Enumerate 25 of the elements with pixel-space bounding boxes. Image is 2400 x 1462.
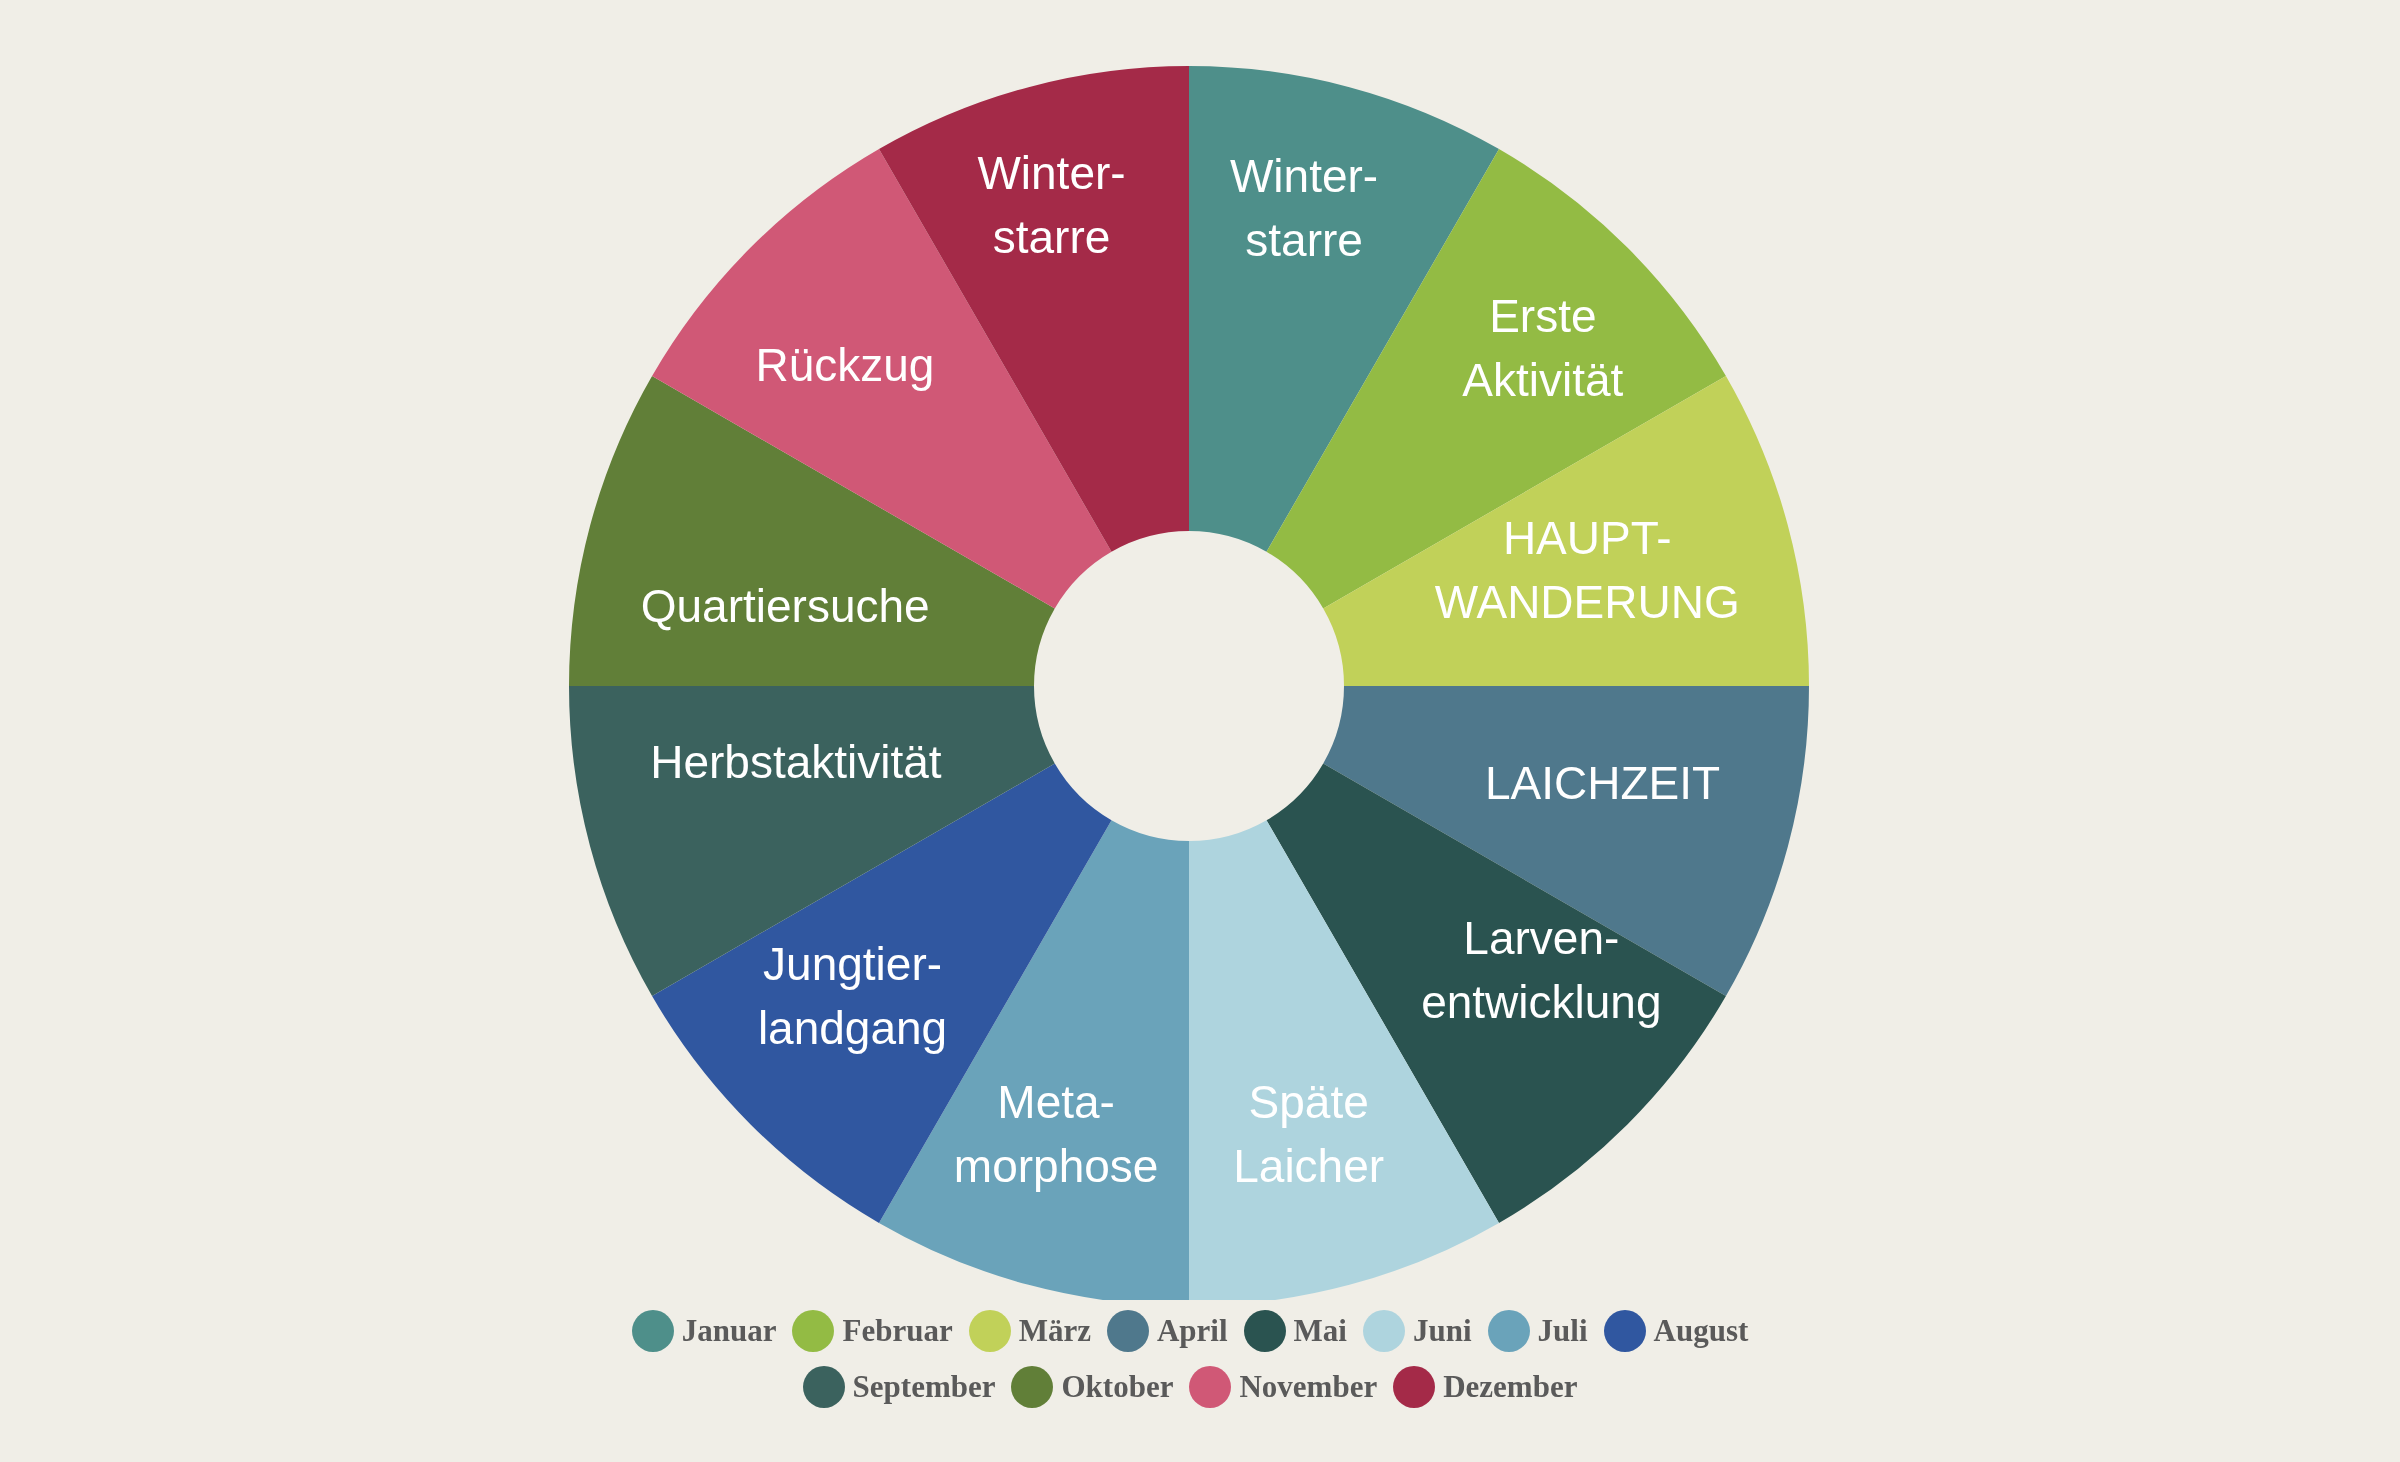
segment-label: Larven- entwicklung	[1421, 911, 1662, 1028]
segment-label: Späte Laicher	[1233, 1075, 1385, 1192]
segment-label: Meta- morphose	[953, 1075, 1159, 1192]
segment-label: HAUPT- WANDERUNG	[1434, 512, 1740, 629]
legend-label: März	[1018, 1313, 1091, 1349]
legend-label: Dezember	[1443, 1369, 1578, 1405]
donut-segment	[569, 686, 1055, 996]
legend-label: August	[1653, 1313, 1749, 1349]
legend-label: Januar	[681, 1313, 777, 1349]
segment-label: Herbstaktivität	[650, 735, 942, 788]
legend-label: November	[1239, 1369, 1378, 1405]
legend-label: Mai	[1293, 1313, 1347, 1349]
legend-label: Juli	[1537, 1313, 1588, 1349]
segment-label: Winter- starre	[1229, 149, 1379, 266]
segment-label: Rückzug	[755, 339, 935, 392]
legend-label: Juni	[1412, 1313, 1472, 1349]
legend-label: Februar	[842, 1313, 953, 1349]
legend-label: April	[1156, 1313, 1228, 1349]
legend-label: Oktober	[1061, 1369, 1174, 1405]
segment-label: Winter- starre	[977, 146, 1126, 263]
segment-label: Jungtier- landgang	[757, 937, 948, 1054]
segment-label: LAICHZEIT	[1484, 757, 1721, 810]
segment-label: Erste Aktivität	[1462, 290, 1624, 407]
segment-label: Quartiersuche	[640, 579, 930, 632]
legend-label: September	[852, 1369, 996, 1405]
